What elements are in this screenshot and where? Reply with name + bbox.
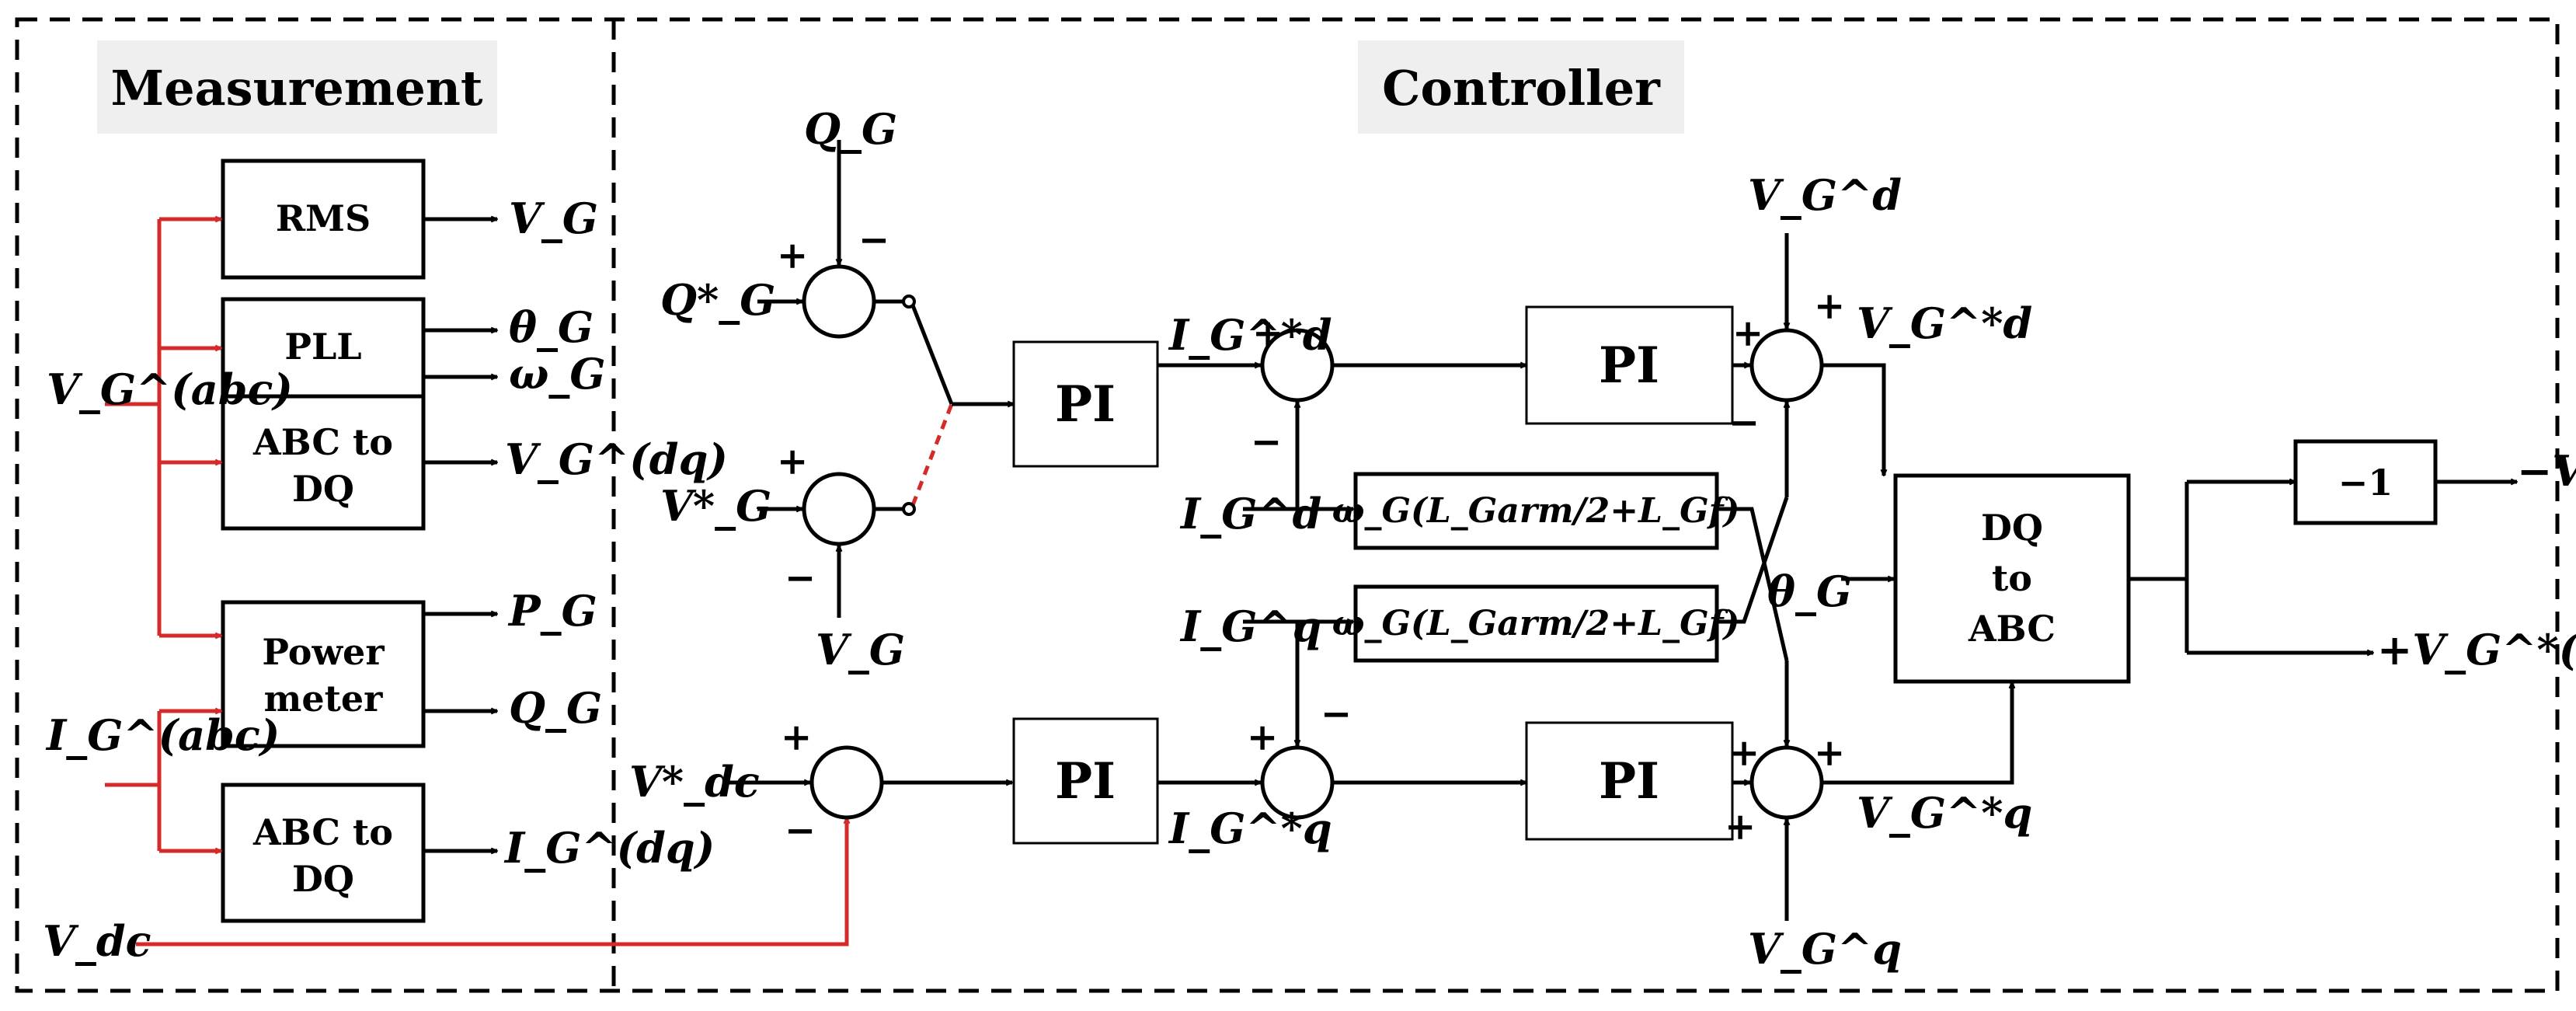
- id-feedback-label: I_G^d: [1179, 489, 1321, 539]
- controller-title: Controller: [1358, 40, 1684, 134]
- pll-block: [221, 297, 426, 399]
- vdc-summing-junction: [809, 745, 884, 820]
- decoupling-q-label: ω_G(L_Garm/2+L_Gf): [1332, 604, 1740, 643]
- rms-label: RMS: [276, 197, 371, 239]
- v-dq-output-label: V_G^(dq): [505, 434, 728, 484]
- vg-feedback-label: V_G: [816, 625, 905, 675]
- gain-block: [2293, 439, 2438, 525]
- abc-to-dq-voltage-label-2: DQ: [292, 468, 354, 510]
- pi-inner-d-block: [1525, 305, 1734, 425]
- negative-voltage-output-label: −V_G^*(abc): [2517, 446, 2576, 496]
- q-reference-label: Q*_G: [660, 275, 775, 325]
- pg-output-label: P_G: [507, 586, 597, 636]
- id-sum-minus: −: [1251, 420, 1282, 464]
- v-reference-label: V*_G: [660, 481, 771, 531]
- dq-to-abc-block: [1893, 473, 2131, 684]
- pll-label: PLL: [284, 326, 361, 368]
- outer-loop-wiring: [722, 140, 1014, 783]
- power-meter-label-2: meter: [264, 678, 383, 720]
- vd-sum-minus: −: [1728, 401, 1760, 444]
- iq-sum-plus: +: [1247, 716, 1278, 759]
- vdc-sum-plus: +: [781, 716, 812, 759]
- outer-frame: [15, 17, 2560, 993]
- measurement-wiring: [105, 219, 847, 947]
- gain-label: −1: [2338, 462, 2393, 504]
- switch-contact-q: [902, 295, 916, 309]
- dq-to-abc-label-3: ABC: [1968, 608, 2056, 650]
- measurement-outputs: [423, 219, 497, 851]
- output-wiring: [2129, 482, 2517, 653]
- pi-inner-q-block: [1525, 721, 1734, 841]
- pi-outer-q-label: PI: [1055, 752, 1116, 811]
- qg-feedback-label: Q_G: [804, 104, 897, 154]
- iq-sum-minus: −: [1321, 692, 1352, 736]
- v-summing-junction: [802, 472, 876, 546]
- power-meter-block: [221, 600, 426, 748]
- voltage-summing-wiring: [1717, 233, 2012, 921]
- q-sum-plus: +: [777, 234, 808, 277]
- vq-sum-plus-top: +: [1814, 731, 1845, 775]
- vdc-input-label: V_dc: [43, 916, 151, 966]
- vq-feedforward-label: V_G^q: [1748, 924, 1902, 974]
- pi-inner-d-label: PI: [1599, 336, 1659, 395]
- decoupling-q-block: [1353, 584, 1719, 663]
- decoupling-d-block: [1353, 472, 1719, 550]
- theta-output-label: θ_G: [509, 302, 594, 352]
- vd-sum-plus-left: +: [1732, 312, 1763, 355]
- vq-sum-plus-left: +: [1728, 731, 1760, 775]
- qg-output-label: Q_G: [509, 683, 602, 733]
- vdc-reference-label: V*_dc: [629, 757, 760, 807]
- abc-to-dq-current-block: [221, 783, 426, 923]
- iq-feedback-label: I_G^q: [1179, 601, 1321, 651]
- positive-voltage-output-label: +V_G^*(abc): [2377, 625, 2576, 675]
- abc-to-dq-voltage-label-1: ABC to: [252, 421, 393, 463]
- vd-reference-output-label: V_G^*d: [1857, 298, 2032, 348]
- id-reference-label: I_G^*d: [1168, 310, 1332, 360]
- v-abc-input-label: V_G^(abc): [47, 364, 293, 414]
- current-loop-wiring: [1157, 365, 1526, 783]
- vd-feedforward-label: V_G^d: [1748, 170, 1902, 220]
- vdc-sum-minus: −: [785, 809, 816, 852]
- q-summing-junction: [802, 264, 876, 339]
- pi-outer-d-block: [1012, 340, 1159, 468]
- dq-to-abc-label-2: to: [1992, 557, 2032, 599]
- theta-input-label: θ_G: [1767, 567, 1852, 616]
- vq-reference-output-label: V_G^*q: [1857, 788, 2032, 838]
- vg-output-label: V_G: [509, 193, 598, 243]
- abc-to-dq-voltage-block: [221, 394, 426, 531]
- iq-reference-label: I_G^*q: [1168, 804, 1332, 853]
- measurement-title-text: Measurement: [110, 60, 482, 117]
- i-abc-input-label: I_G^(abc): [45, 710, 280, 760]
- decoupling-d-label: ω_G(L_Garm/2+L_Gf): [1332, 491, 1740, 531]
- measurement-title: Measurement: [97, 40, 497, 134]
- switch-contact-v: [902, 502, 916, 516]
- power-meter-label-1: Power: [262, 631, 385, 673]
- id-sum-plus: +: [1252, 312, 1283, 355]
- q-sum-minus: −: [858, 218, 889, 262]
- controller-title-text: Controller: [1382, 60, 1661, 117]
- dq-to-abc-label-1: DQ: [1981, 507, 2043, 549]
- v-sum-plus: +: [777, 440, 808, 483]
- i-dq-output-label: I_G^(dq): [503, 823, 715, 873]
- abc-to-dq-current-label-2: DQ: [292, 858, 354, 900]
- omega-output-label: ω_G: [509, 349, 606, 399]
- vq-summing-junction: [1749, 745, 1824, 820]
- pi-outer-q-block: [1012, 717, 1159, 845]
- abc-to-dq-current-label-1: ABC to: [252, 811, 393, 853]
- v-sum-minus: −: [785, 556, 816, 600]
- pi-inner-q-label: PI: [1599, 752, 1659, 811]
- vq-sum-plus-bottom: +: [1725, 805, 1756, 849]
- pi-outer-d-label: PI: [1055, 375, 1116, 434]
- vd-sum-plus-top: +: [1814, 284, 1845, 328]
